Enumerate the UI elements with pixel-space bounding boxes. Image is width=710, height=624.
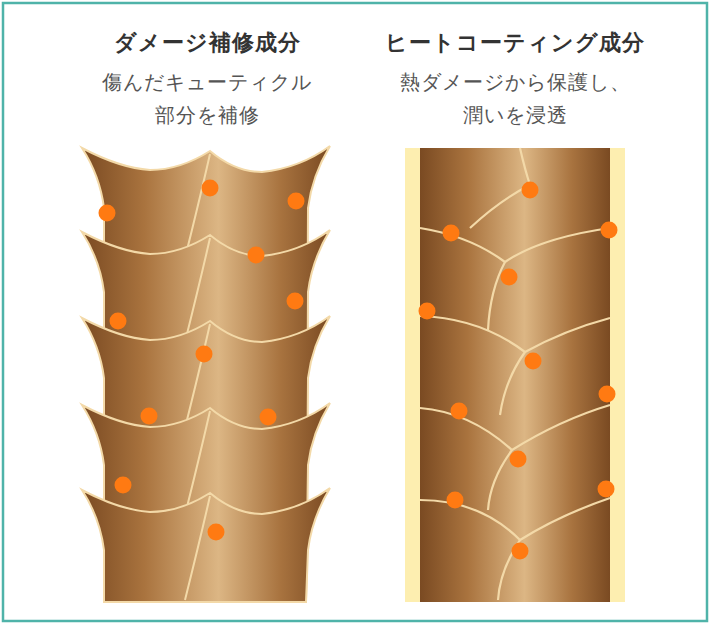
- cuticle-scale: [82, 316, 330, 602]
- ingredient-dot: [248, 247, 265, 264]
- ingredient-dot: [196, 346, 213, 363]
- ingredient-dot: [287, 293, 304, 310]
- ingredient-dot: [443, 225, 460, 242]
- ingredient-dot: [501, 269, 518, 286]
- ingredient-dot: [99, 180, 618, 560]
- ingredient-heading: ヒートコーティング成分: [345, 28, 685, 58]
- ingredient-dot: [288, 193, 305, 210]
- frame-border: [3, 3, 707, 621]
- ingredient-dot: [260, 409, 277, 426]
- ingredient-dot: [598, 481, 615, 498]
- coated-hair: [405, 148, 625, 602]
- ingredient-column: ヒートコーティング成分熱ダメージから保護し、 潤いを浸透: [345, 28, 685, 132]
- ingredient-dot: [510, 451, 527, 468]
- cuticle-scale: [82, 230, 330, 602]
- cuticle-scale: [82, 403, 330, 602]
- ingredient-description: 傷んだキューティクル 部分を補修: [57, 66, 357, 132]
- ingredient-dot: [599, 386, 616, 403]
- ingredient-heading: ダメージ補修成分: [37, 28, 377, 58]
- cuticle-line: [185, 496, 210, 600]
- ingredient-dot: [512, 543, 529, 560]
- ingredient-dot: [447, 492, 464, 509]
- cuticle-line: [420, 148, 610, 600]
- hair-shaft: [420, 148, 610, 602]
- ingredient-dot: [601, 222, 618, 239]
- damaged-hair: [82, 146, 330, 602]
- ingredient-dot: [115, 477, 132, 494]
- heat-coating: [405, 148, 625, 602]
- ingredient-dot: [99, 205, 116, 222]
- ingredient-column: ダメージ補修成分傷んだキューティクル 部分を補修: [37, 28, 377, 132]
- cuticle-scale: [82, 488, 330, 602]
- ingredient-dot: [202, 180, 219, 197]
- ingredient-dot: [141, 408, 158, 425]
- ingredient-dot: [451, 403, 468, 420]
- ingredient-dot: [525, 353, 542, 370]
- ingredient-dot: [208, 524, 225, 541]
- ingredient-dot: [522, 182, 539, 199]
- ingredient-description: 熱ダメージから保護し、 潤いを浸透: [365, 66, 665, 132]
- cuticle-scale: [82, 146, 330, 602]
- ingredient-dot: [419, 303, 436, 320]
- ingredient-dot: [110, 313, 127, 330]
